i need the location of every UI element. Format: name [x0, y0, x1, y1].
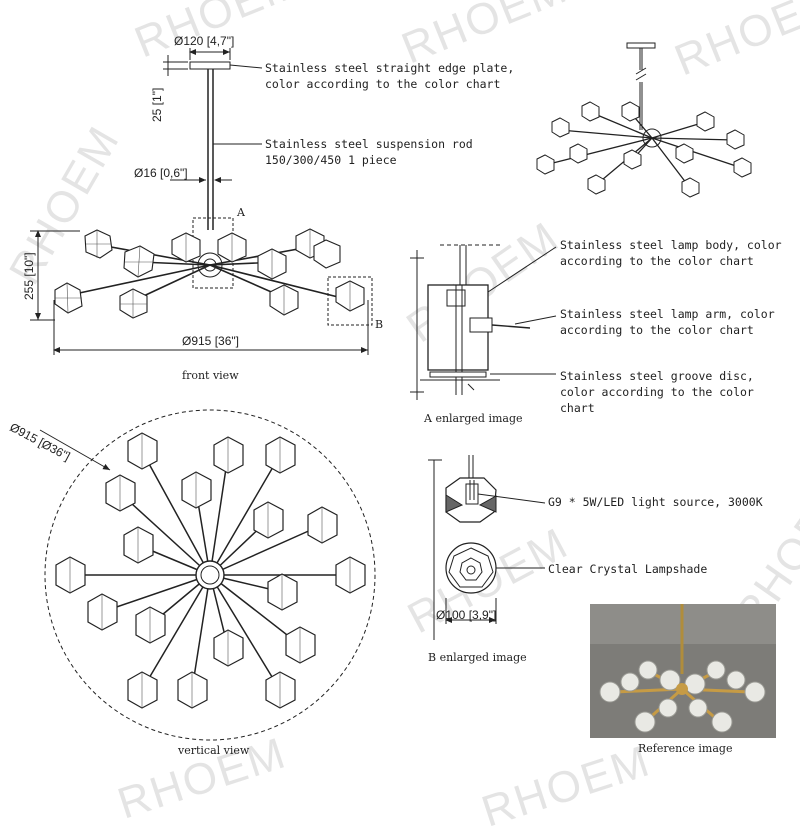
vertical-view	[39, 409, 376, 741]
ceiling-plate	[189, 61, 231, 70]
b-enlarged-view	[428, 455, 546, 640]
shade-diameter-dim: Ø100 [3,9"]	[436, 608, 497, 622]
caption-reference: Reference image	[638, 742, 733, 755]
rod-diameter-dim: Ø16 [0,6"]	[134, 166, 188, 180]
label-lamp-body: Stainless steel lamp body, color accordi…	[560, 238, 782, 268]
marker-a: A	[237, 206, 245, 219]
caption-b-enlarged: B enlarged image	[428, 651, 527, 664]
front-view	[30, 48, 373, 355]
vertical-crystals	[55, 432, 366, 709]
drawing-canvas	[30, 42, 752, 741]
label-lampshade: Clear Crystal Lampshade	[548, 562, 708, 576]
plate-height-dim: 25 [1"]	[150, 87, 164, 122]
body-height-dim: 255 [10"]	[22, 252, 36, 300]
label-plate: Stainless steel straight edge plate, col…	[265, 61, 515, 91]
caption-front-view: front view	[182, 369, 239, 382]
label-rod: Stainless steel suspension rod 150/300/4…	[265, 137, 473, 167]
plate-diameter-dim: Ø120 [4,7"]	[174, 34, 235, 48]
label-lamp-arm: Stainless steel lamp arm, color accordin…	[560, 307, 775, 337]
reference-photo	[590, 604, 776, 738]
marker-b: B	[375, 318, 384, 331]
label-light-source: G9 * 5W/LED light source, 3000K	[548, 495, 763, 509]
caption-vertical-view: vertical view	[178, 744, 250, 757]
overall-diameter-dim: Ø915 [36"]	[182, 334, 239, 348]
label-groove-disc: Stainless steel groove disc, color accor…	[560, 369, 754, 415]
perspective-view	[536, 42, 752, 198]
a-enlarged-view	[410, 244, 557, 400]
caption-a-enlarged: A enlarged image	[424, 412, 523, 425]
